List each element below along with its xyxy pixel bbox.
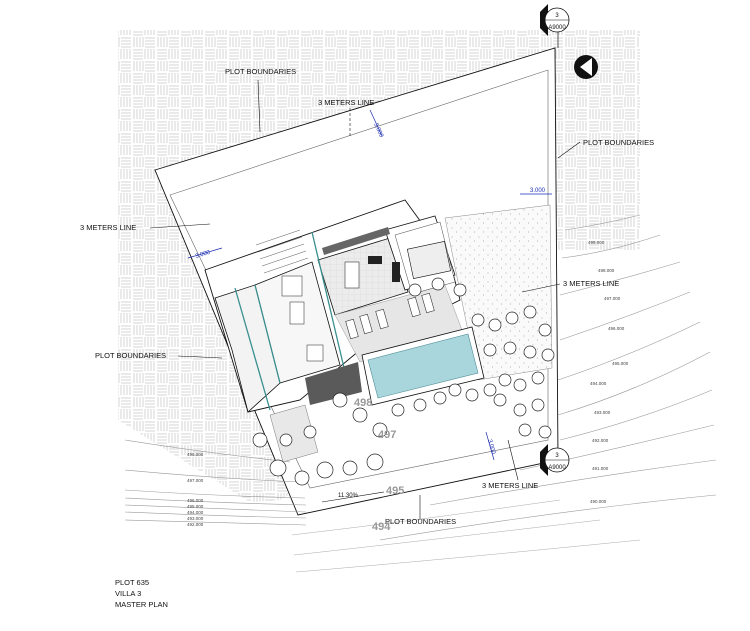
contour-label: 497.000 xyxy=(187,478,204,483)
contour-lines-right xyxy=(379,214,717,541)
title-villa: VILLA 3 xyxy=(115,589,141,598)
label-3m-line-left: 3 METERS LINE xyxy=(80,223,136,232)
contour-label: 493.000 xyxy=(187,516,204,521)
section-marker-right: 3 A9000 xyxy=(540,444,570,476)
contour-label: 493.000 xyxy=(594,410,611,415)
label-plot-boundaries-left: PLOT BOUNDARIES xyxy=(95,351,166,360)
level-label: 495 xyxy=(386,485,404,497)
section-right-number: 3 xyxy=(555,453,559,459)
contour-label: 492.000 xyxy=(592,438,609,443)
section-top-sheet: A9000 xyxy=(548,25,566,31)
dim-left: 3.000 xyxy=(195,250,212,260)
swimming-pool xyxy=(361,326,485,406)
label-plot-boundaries-right: PLOT BOUNDARIES xyxy=(583,138,654,147)
level-label: 498 xyxy=(354,397,372,409)
dimension-marks xyxy=(187,109,552,461)
label-plot-boundaries-bottom: PLOT BOUNDARIES xyxy=(385,517,456,526)
contour-label: 496.000 xyxy=(187,498,204,503)
contour-label: 491.000 xyxy=(592,466,609,471)
contour-label: 498.000 xyxy=(187,452,204,457)
contour-label: 495.000 xyxy=(187,504,204,509)
section-marker-top: 3 A9000 xyxy=(540,4,570,48)
slope-arrow xyxy=(321,491,385,503)
contour-lines-left xyxy=(124,439,307,526)
contour-label: 492.000 xyxy=(187,522,204,527)
north-arrow xyxy=(574,55,598,79)
villa-building xyxy=(204,199,463,463)
contour-label: 497.000 xyxy=(604,296,621,301)
dim-right: 3.000 xyxy=(530,188,546,194)
sun-loungers xyxy=(345,292,435,340)
title-sheet: MASTER PLAN xyxy=(115,600,168,609)
trees xyxy=(252,277,555,486)
section-right-sheet: A9000 xyxy=(548,465,566,471)
level-label: 494 xyxy=(372,521,391,533)
contour-label: 498.000 xyxy=(598,268,615,273)
level-label: 497 xyxy=(378,429,396,441)
contour-label: 490.000 xyxy=(590,499,607,504)
label-3m-line-bottom: 3 METERS LINE xyxy=(482,481,538,490)
contour-label: 495.000 xyxy=(612,361,629,366)
contour-label: 494.000 xyxy=(590,381,607,386)
label-plot-boundaries-top: PLOT BOUNDARIES xyxy=(225,67,296,76)
contour-label: 494.000 xyxy=(187,510,204,515)
title-plot: PLOT 635 xyxy=(115,578,149,587)
slope-label: 11.30% xyxy=(338,493,359,499)
section-top-number: 3 xyxy=(555,13,559,19)
contour-label: 499.000 xyxy=(588,240,605,245)
label-3m-line-top: 3 METERS LINE xyxy=(318,98,374,107)
dim-bottom: 3.000 xyxy=(486,439,496,456)
contour-label: 496.000 xyxy=(608,326,625,331)
lower-terrain-lines xyxy=(291,499,641,573)
leader-lines xyxy=(149,79,581,520)
label-3m-line-right: 3 METERS LINE xyxy=(563,279,619,288)
